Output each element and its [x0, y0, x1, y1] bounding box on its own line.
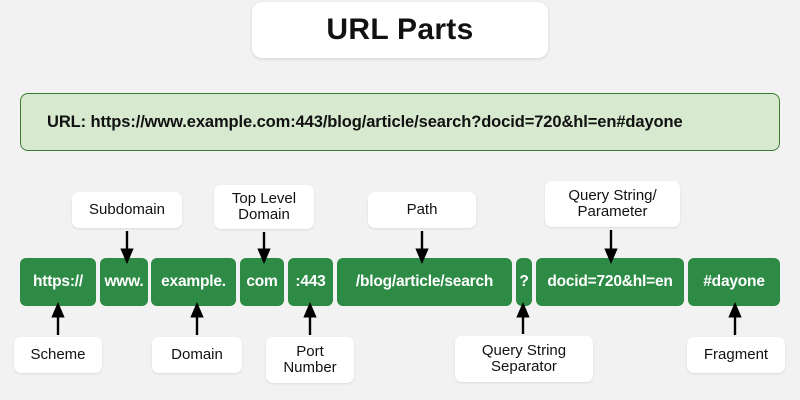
callout-label: Fragment — [687, 337, 785, 373]
callout-label: Domain — [152, 337, 242, 373]
callout-label-text: Scheme — [30, 345, 86, 363]
callout-label: Scheme — [14, 337, 102, 373]
title-card: URL Parts — [252, 2, 548, 58]
url-segment[interactable]: /blog/article/search — [337, 258, 512, 306]
url-segment[interactable]: https:// — [20, 258, 96, 306]
callout-label-text: Path — [406, 200, 438, 218]
callout-label: Query String/Parameter — [545, 181, 680, 227]
url-banner-text: URL: https://www.example.com:443/blog/ar… — [47, 112, 683, 131]
url-segment[interactable]: www. — [100, 258, 148, 306]
callout-label: Path — [368, 192, 476, 228]
callout-label-text: Query String/Parameter — [568, 186, 657, 220]
url-segment[interactable]: ? — [516, 258, 532, 306]
url-segment[interactable]: #dayone — [688, 258, 780, 306]
url-segment[interactable]: example. — [151, 258, 236, 306]
callout-label-text: Fragment — [703, 345, 769, 363]
url-segment[interactable]: com — [240, 258, 284, 306]
callout-label: Subdomain — [72, 192, 182, 228]
url-banner: URL: https://www.example.com:443/blog/ar… — [20, 93, 780, 151]
url-segment[interactable]: :443 — [288, 258, 333, 306]
callout-label-text: Domain — [171, 345, 223, 363]
page-title: URL Parts — [326, 13, 474, 46]
callout-label-text: Subdomain — [89, 200, 165, 218]
url-segment[interactable]: docid=720&hl=en — [536, 258, 684, 306]
